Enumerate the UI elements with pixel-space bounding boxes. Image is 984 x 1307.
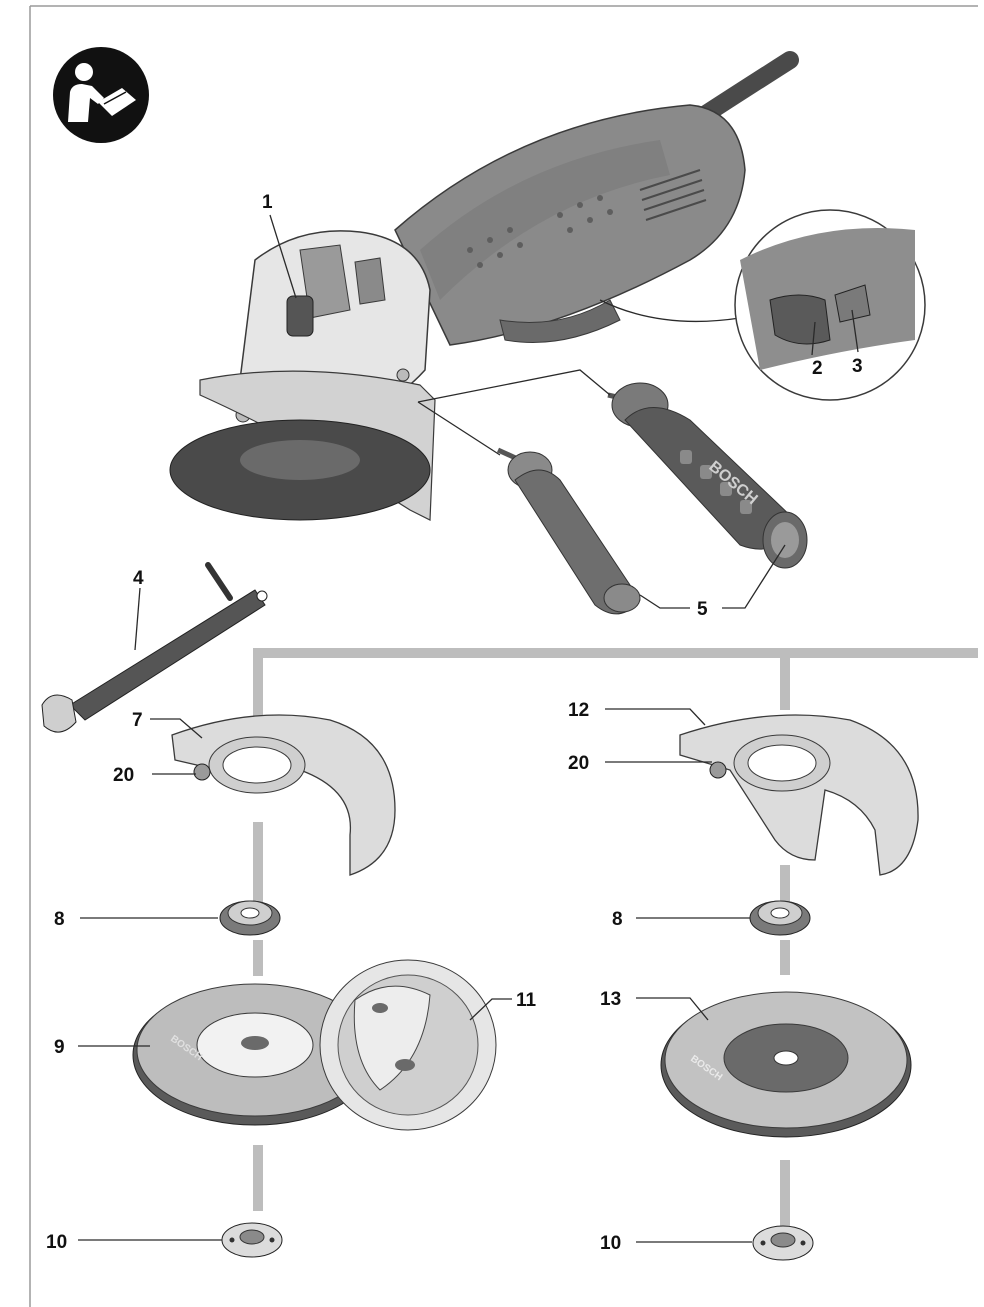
label-8-right: 8 [612, 909, 623, 930]
label-11: 11 [516, 990, 537, 1011]
angle-grinder [169, 104, 746, 521]
label-5: 5 [697, 599, 708, 620]
flap-disc [319, 959, 497, 1131]
label-12: 12 [568, 700, 589, 721]
assembly-rails [253, 648, 978, 1226]
label-3: 3 [852, 356, 863, 377]
label-7: 7 [132, 710, 143, 731]
mounting-flange-right [749, 900, 811, 936]
two-pin-spanner [41, 562, 268, 733]
auxiliary-handle-standard [496, 447, 641, 615]
rear-vents [639, 169, 707, 221]
body-grip-texture [467, 195, 613, 268]
label-1: 1 [262, 192, 273, 213]
label-20-left: 20 [113, 765, 134, 786]
label-4: 4 [133, 568, 144, 589]
protection-guard-grinding [171, 714, 396, 876]
label-9: 9 [54, 1037, 65, 1058]
read-manual-icon [53, 47, 149, 143]
mounting-flange-left [219, 900, 281, 936]
label-20-right: 20 [568, 753, 589, 774]
label-10-right: 10 [600, 1233, 621, 1254]
grinding-disc: BOSCH [132, 983, 378, 1126]
cutting-disc: BOSCH [660, 991, 912, 1138]
protection-guard-cutting [679, 714, 919, 876]
clamping-nut-left [221, 1222, 283, 1258]
label-13: 13 [600, 989, 621, 1010]
leader-lines [78, 214, 859, 1243]
clamping-nut-right [752, 1225, 814, 1261]
auxiliary-handle-vibration: BOSCH [607, 382, 808, 569]
label-2: 2 [812, 358, 823, 379]
part-labels: 1 2 3 4 5 7 20 8 9 11 10 12 20 8 13 10 [46, 192, 863, 1254]
label-8-left: 8 [54, 909, 65, 930]
label-10-left: 10 [46, 1232, 67, 1253]
switch-detail-callout [599, 209, 926, 401]
